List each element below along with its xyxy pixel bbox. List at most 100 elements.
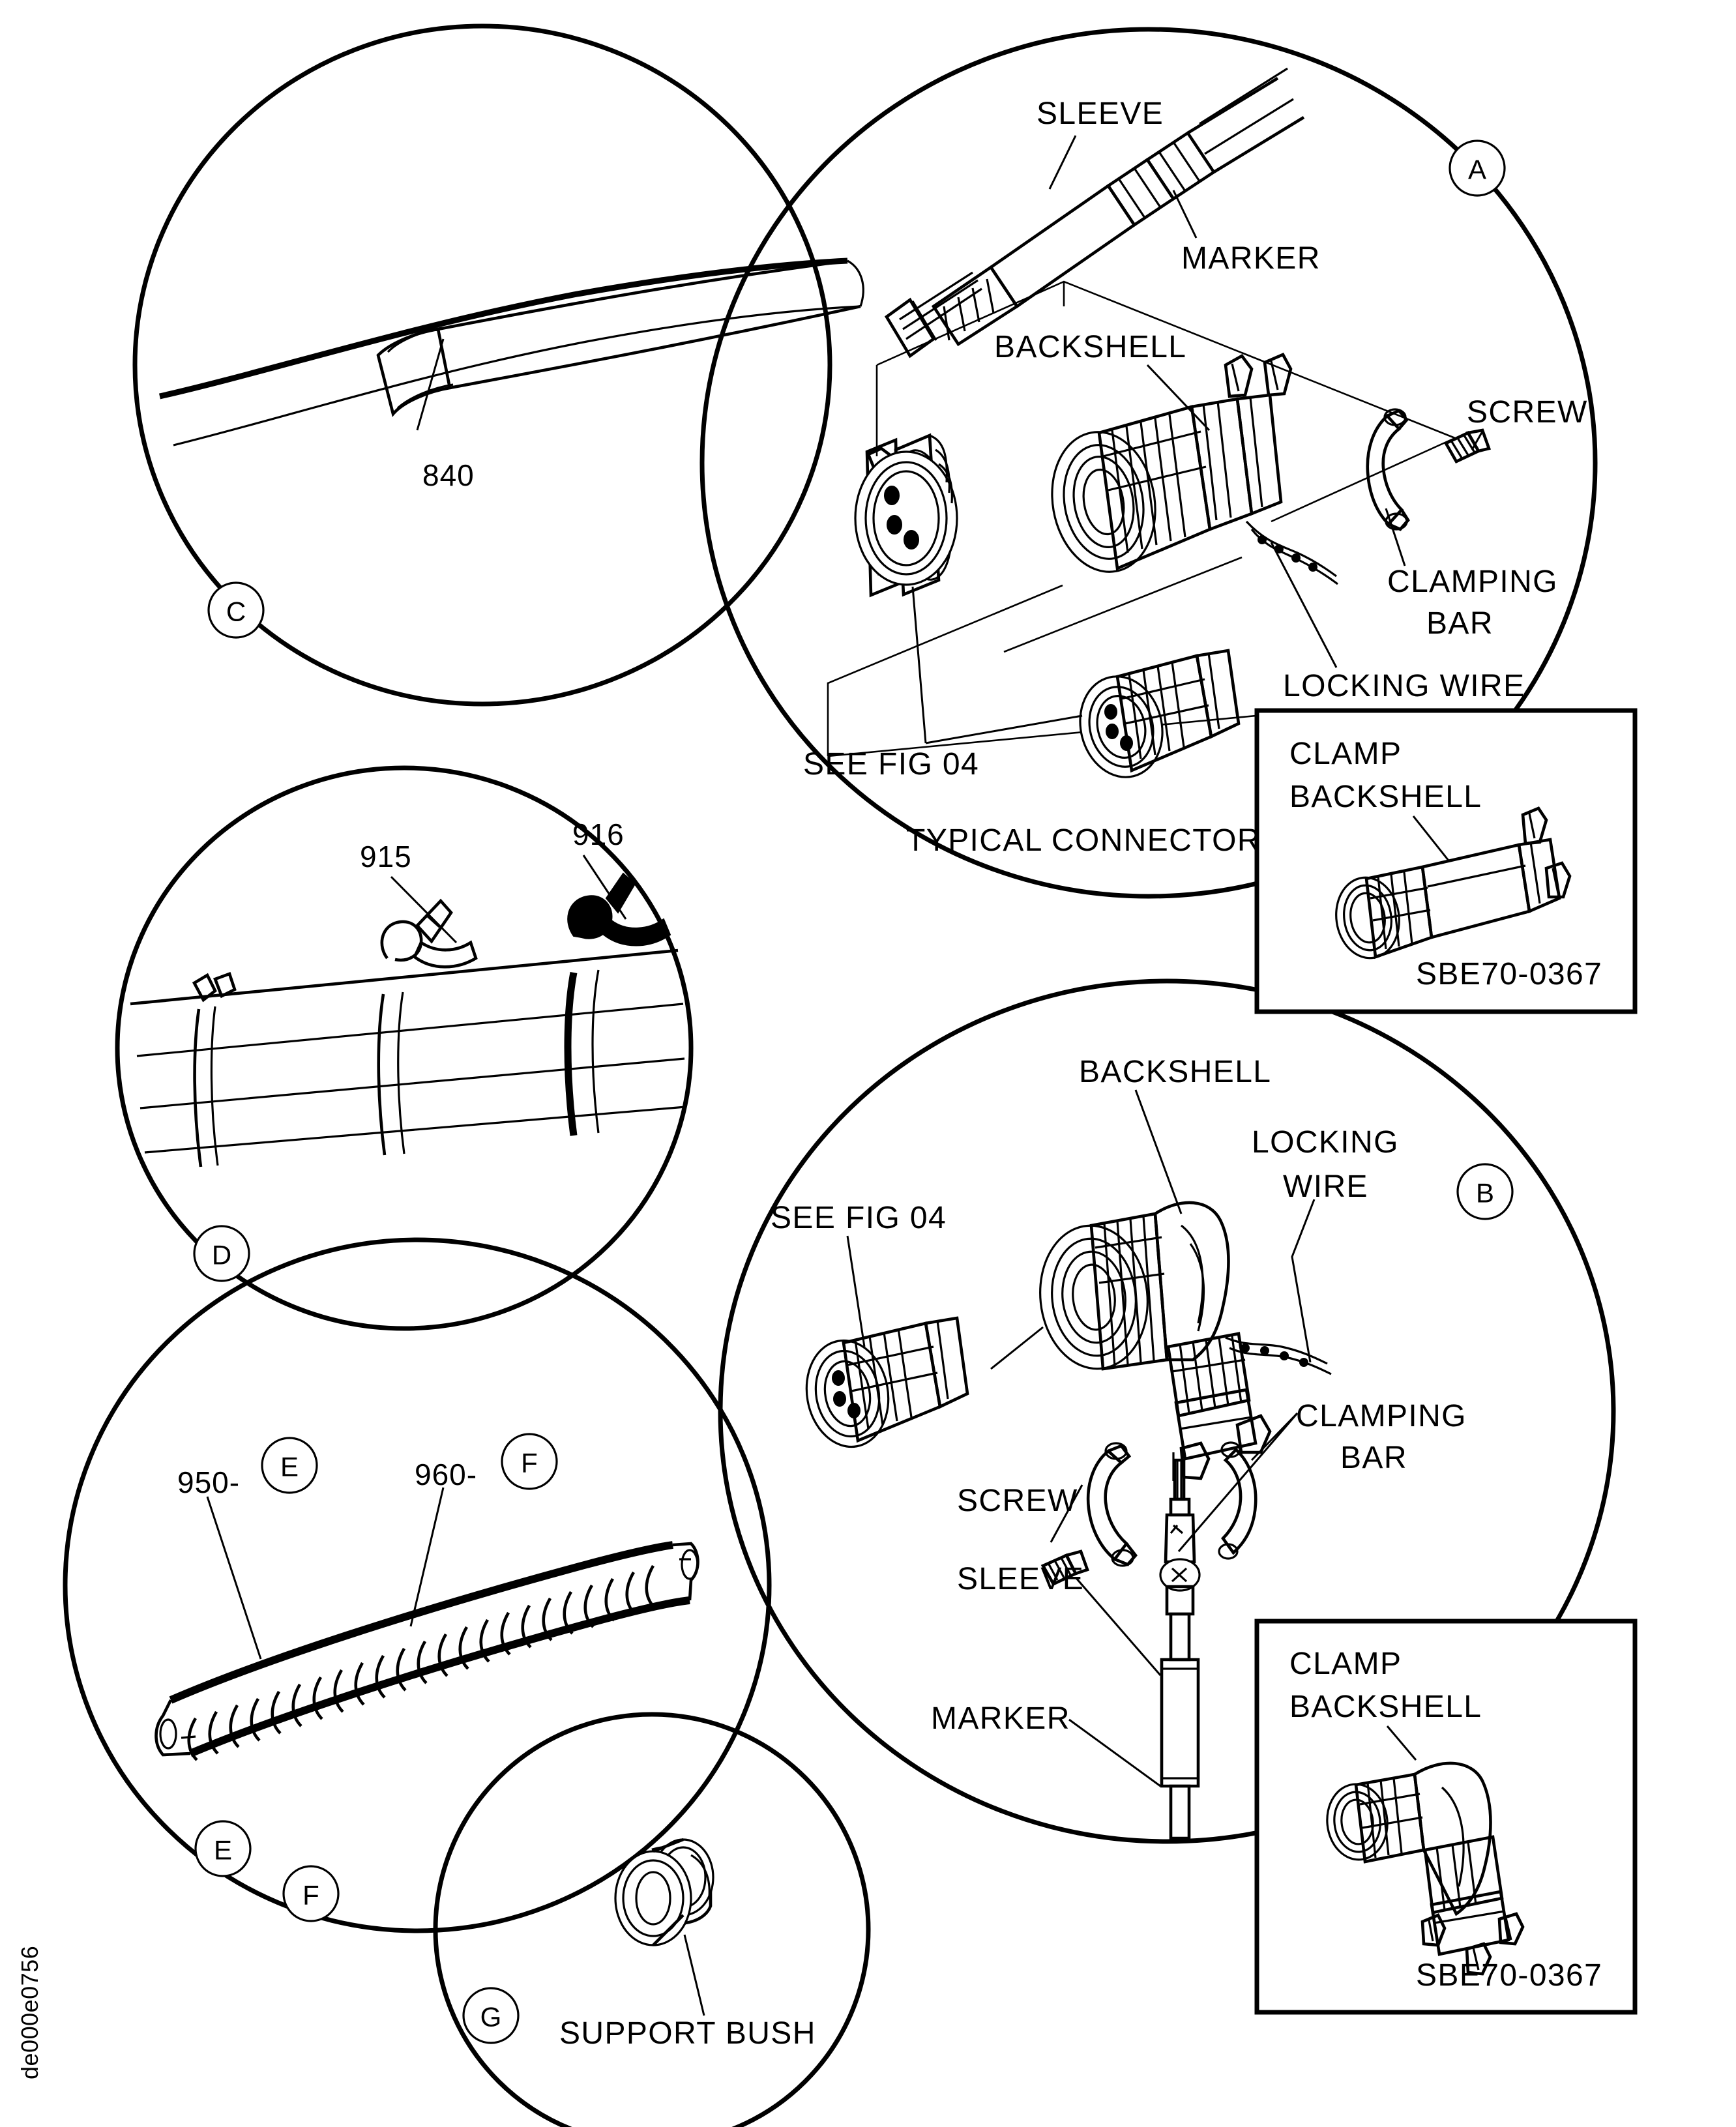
leader-screw-b xyxy=(1050,1484,1083,1543)
screw-part xyxy=(1443,428,1492,463)
balloon-letter-e-bottom: E xyxy=(214,1835,232,1866)
inset-bottom-drawing xyxy=(1326,1761,1525,1976)
sheet-id-vertical: de000e0756 xyxy=(16,1946,43,2079)
inset-top-drawing xyxy=(1335,806,1572,960)
balloon-marker-e-top: E xyxy=(261,1437,318,1494)
leader-support-bush xyxy=(683,1934,705,2016)
leader-sleeve-b xyxy=(1074,1577,1162,1676)
label-950: 950- xyxy=(177,1465,240,1499)
leader-seefig-a1 xyxy=(911,586,927,744)
balloon-circle-d xyxy=(193,1225,250,1282)
leader-backshell-b xyxy=(1134,1089,1183,1214)
detail-boundary-b xyxy=(718,978,1616,1844)
balloon-letter-f-bottom: F xyxy=(302,1880,319,1911)
balloon-letter-b: B xyxy=(1476,1178,1494,1209)
leader-960 xyxy=(409,1487,445,1627)
label-915: 915 xyxy=(360,840,412,873)
balloon-marker-f-bottom: F xyxy=(282,1865,340,1922)
label-marker-a: MARKER xyxy=(1181,241,1321,276)
label-840: 840 xyxy=(422,458,475,492)
leader-916 xyxy=(582,855,627,920)
label-backshell-b: BACKSHELL xyxy=(1079,1055,1271,1089)
inset-box-clamp-backshell-straight: CLAMP BACKSHELL SBE70-0367 xyxy=(1254,708,1638,1014)
label-bar-a: BAR xyxy=(1426,606,1493,641)
balloon-marker-e-bottom: E xyxy=(194,1820,252,1877)
label-sleeve-a: SLEEVE xyxy=(1037,96,1164,131)
clamping-bar-half-b xyxy=(1218,1441,1258,1560)
label-bar-b: BAR xyxy=(1340,1441,1407,1475)
detail-circle-ef: 950- 960- xyxy=(63,1237,772,1933)
balloon-circle-c xyxy=(207,581,265,639)
label-916: 916 xyxy=(572,817,625,851)
plug-backshell-assembly xyxy=(1051,353,1338,585)
inset-bottom-part-number: SBE70-0367 xyxy=(1416,1958,1602,1993)
detail-boundary-ef xyxy=(63,1237,772,1933)
leader-clampingbar-b2 xyxy=(1177,1413,1299,1552)
detail-circle-g: SUPPORT BUSH xyxy=(433,1712,871,2127)
leader-seefig-a2 xyxy=(925,714,1083,744)
leader-sleeve-a xyxy=(1048,135,1077,190)
balloon-circle-g xyxy=(462,1987,520,2044)
balloon-letter-f-top: F xyxy=(521,1448,538,1478)
balloon-circle-e-top xyxy=(261,1437,318,1494)
inset-bottom-title-line1: CLAMP xyxy=(1289,1647,1402,1681)
label-backshell-a: BACKSHELL xyxy=(994,330,1186,364)
balloon-letter-c: C xyxy=(226,596,246,627)
inset-bottom-leader xyxy=(1386,1725,1417,1761)
balloon-marker-b: B xyxy=(1456,1163,1514,1220)
leader-840 xyxy=(416,338,445,431)
balloon-letter-g: G xyxy=(480,2002,502,2032)
label-support-bush: SUPPORT BUSH xyxy=(559,2016,816,2051)
leader-explode-b xyxy=(990,1326,1044,1370)
cable-sleeve-marker-vertical xyxy=(1159,1452,1201,1840)
detail-circle-c: 840 xyxy=(132,23,864,707)
label-sleeve-b: SLEEVE xyxy=(957,1562,1084,1596)
detail-boundary-a xyxy=(699,27,1598,899)
inset-top-leader xyxy=(1412,815,1450,861)
sheet-id-text: de000e0756 xyxy=(16,1946,43,2079)
cable-with-sleeve-840 xyxy=(158,257,864,447)
inset-top-title-line1: CLAMP xyxy=(1289,737,1402,771)
plug-connector-b xyxy=(805,1316,969,1448)
label-locking-b: LOCKING xyxy=(1252,1125,1399,1160)
inset-top-part-number: SBE70-0367 xyxy=(1416,957,1602,991)
detail-circle-d: 915 916 xyxy=(115,765,694,1331)
detail-circle-a: SLEEVE MARKER BACKSHELL SCREW CLAMPING B… xyxy=(699,27,1598,899)
label-screw-a: SCREW xyxy=(1467,395,1588,430)
flexible-conduit xyxy=(154,1541,699,1761)
label-screw-b: SCREW xyxy=(957,1484,1078,1518)
exploded-guide-lines xyxy=(827,280,1458,757)
clamping-bar-part xyxy=(1366,408,1410,531)
detail-boundary-g xyxy=(433,1712,871,2127)
leader-clampingbar-a xyxy=(1385,508,1406,566)
leader-950 xyxy=(206,1496,262,1660)
balloon-letter-a: A xyxy=(1468,154,1486,185)
leader-lockingwire-b xyxy=(1291,1199,1316,1363)
harness-bundle-with-ties xyxy=(130,872,686,1167)
balloon-marker-f-top: F xyxy=(501,1433,558,1490)
right-angle-backshell xyxy=(1039,1201,1332,1480)
detail-circle-b: BACKSHELL LOCKING WIRE SEE FIG 04 CLAMPI… xyxy=(718,978,1616,1844)
label-960: 960- xyxy=(415,1458,477,1491)
inset-top-title-line2: BACKSHELL xyxy=(1289,780,1482,814)
leader-marker-b xyxy=(1068,1718,1161,1787)
balloon-circle-f-bottom xyxy=(282,1865,340,1922)
label-seefig04-a: SEE FIG 04 xyxy=(803,747,979,782)
clamping-bar-part-b xyxy=(1086,1442,1138,1567)
balloon-circle-e-bottom xyxy=(194,1820,252,1877)
leader-seefig-b xyxy=(846,1235,866,1347)
balloon-marker-a: A xyxy=(1449,139,1506,197)
label-clamping-a: CLAMPING xyxy=(1387,565,1558,599)
leader-backshell-a xyxy=(1146,364,1211,432)
label-clamping-b: CLAMPING xyxy=(1296,1399,1467,1433)
balloon-circle-a xyxy=(1449,139,1506,197)
balloon-marker-d: D xyxy=(193,1225,250,1282)
small-plug-connector xyxy=(1079,649,1241,778)
balloon-circle-f-top xyxy=(501,1433,558,1490)
label-marker-b: MARKER xyxy=(931,1701,1070,1736)
inset-frame-bottom xyxy=(1254,1619,1638,2015)
balloon-letter-e-top: E xyxy=(280,1452,299,1482)
label-seefig04-b: SEE FIG 04 xyxy=(771,1201,947,1235)
